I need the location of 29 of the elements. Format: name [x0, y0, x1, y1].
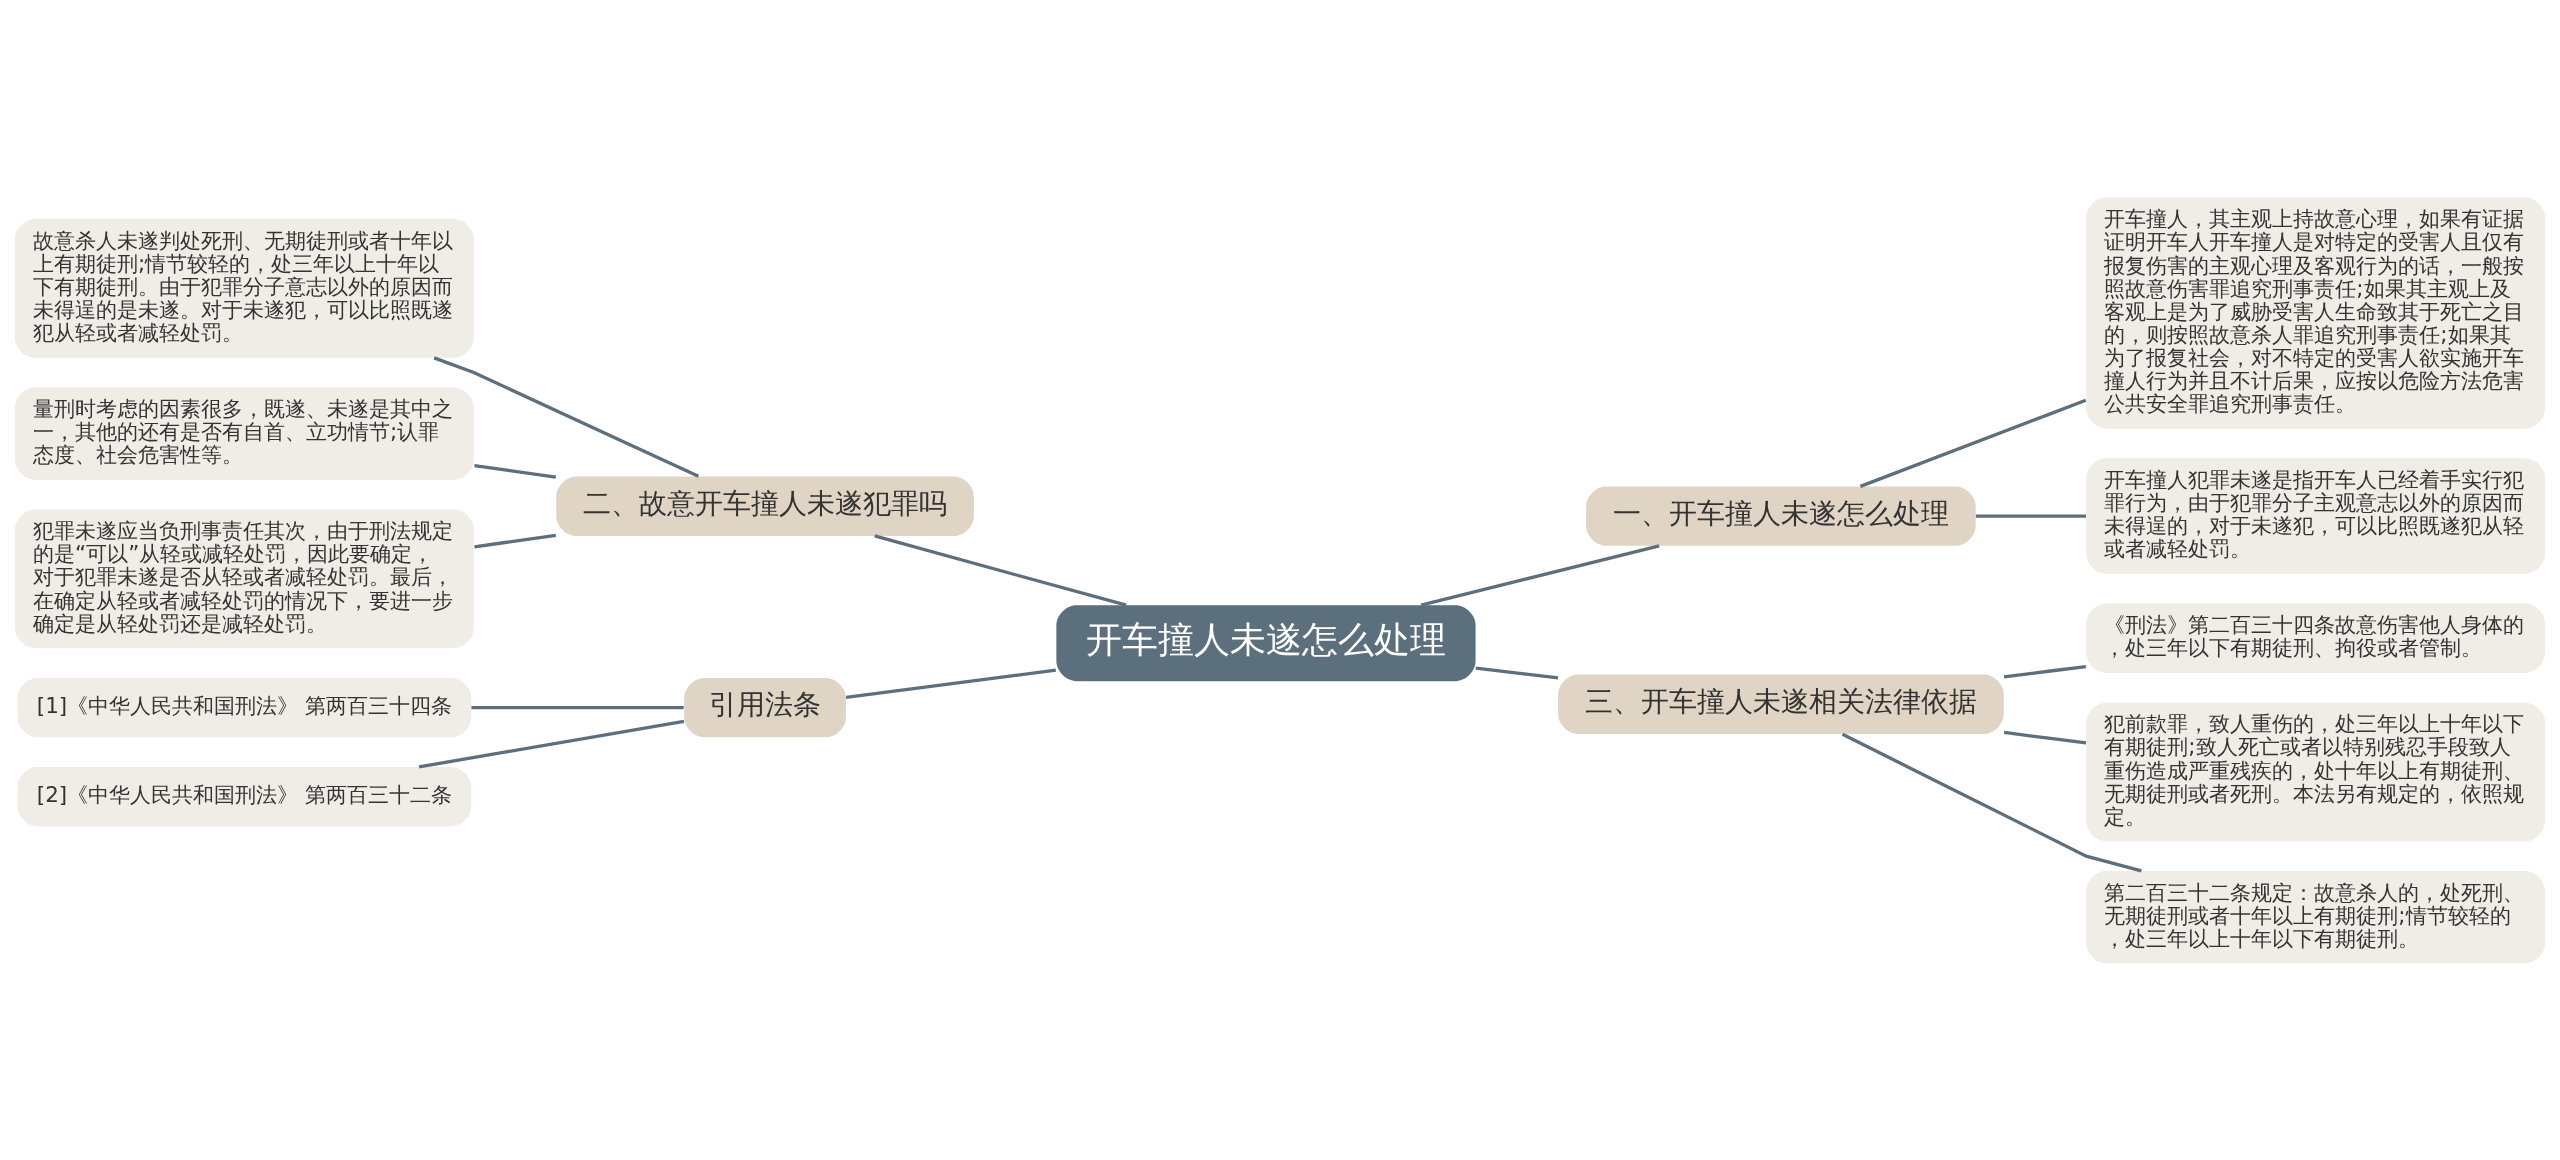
- connector: [2003, 730, 2087, 745]
- node-box: 开车撞人犯罪未遂是指开车人已经着手实行犯罪行为，由于犯罪分子主观意志以外的原因而未得逞的，对于未遂犯，可以比照既遂犯从轻或者减轻处罚。: [2086, 457, 2546, 574]
- connector: [1975, 514, 2086, 518]
- node-box: 犯前款罪，致人重伤的，处三年以上十年以下有期徒刑;致人死亡或者以特别残忍手段致人重伤造成严重残疾的，处十年以上有期徒刑、无期徒刑或者死刑。本法另有规定的，依照规定。: [2086, 702, 2546, 841]
- connector: [845, 668, 1057, 699]
- node-box: 犯罪未遂应当负刑事责任其次，由于刑法规定的是“可以”从轻或减轻处罚，因此要确定，对于犯罪未遂是否从轻或者减轻处罚。最后，在确定从轻或者减轻处罚的情况下，要进一步确定是从轻处罚还是减轻处罚。: [14, 509, 474, 648]
- node-box: 引用法条: [684, 677, 846, 737]
- connector: [1841, 732, 2142, 872]
- connector: [1475, 665, 1559, 679]
- connector: [1859, 398, 2087, 488]
- node-box: 量刑时考虑的因素很多，既遂、未遂是其中之一，其他的还有是否有自首、立功情节;认罪态度、社会危害性等。: [14, 386, 474, 480]
- node-box: 一、开车撞人未遂怎么处理: [1586, 485, 1976, 546]
- connector: [471, 705, 684, 709]
- connector: [474, 463, 557, 479]
- connector: [874, 533, 1127, 607]
- node-box: [1]《中华人民共和国刑法》 第两百三十四条: [17, 677, 472, 737]
- connector: [1420, 543, 1660, 607]
- connector: [418, 719, 685, 769]
- connector: [474, 533, 557, 548]
- node-box: 故意杀人未遂判处死刑、无期徒刑或者十年以上有期徒刑;情节较轻的，处三年以上十年以下有期徒刑。由于犯罪分子意志以外的原因而未得逞的是未遂。对于未遂犯，可以比照既遂犯从轻或者减轻处罚。: [14, 218, 474, 358]
- node-box: 三、开车撞人未遂相关法律依据: [1558, 674, 2004, 734]
- node-box: 第二百三十二条规定：故意杀人的，处死刑、无期徒刑或者十年以上有期徒刑;情节较轻的，处三年以上十年以下有期徒刑。: [2086, 870, 2546, 963]
- node-box: [2]《中华人民共和国刑法》 第两百三十二条: [17, 766, 472, 826]
- node-box: 开车撞人未遂怎么处理: [1056, 604, 1476, 681]
- connector: [433, 355, 700, 478]
- node-box: 《刑法》第二百三十四条故意伤害他人身体的，处三年以下有期徒刑、拘役或者管制。: [2086, 603, 2546, 673]
- node-box: 开车撞人，其主观上持故意心理，如果有证据证明开车人开车撞人是对特定的受害人且仅有报复伤害的主观心理及客观行为的话，一般按照故意伤害罪追究刑事责任;如果其主观上及客观上是为了威胁受害人生命致其于死亡之目的，则按照故意杀人罪追究刑事责任;如果其为了报复社会，对不特定的受害人欲实施开车撞人行为并且不计后果，应按以危险方法危害公共安全罪追究刑事责任。: [2086, 197, 2546, 429]
- connector: [2003, 664, 2087, 678]
- node-box: 二、故意开车撞人未遂犯罪吗: [556, 476, 974, 536]
